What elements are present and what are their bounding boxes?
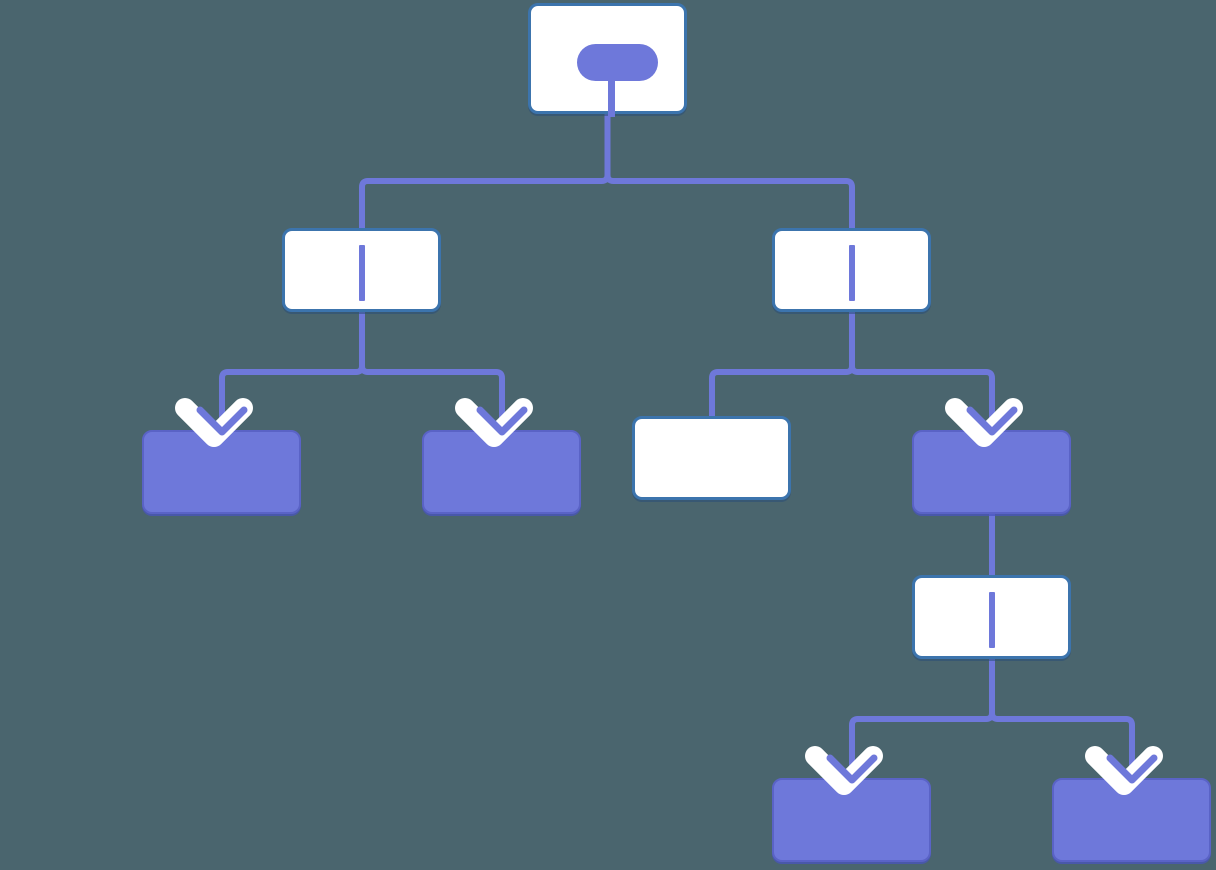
- connector-e-root-r1: [604, 114, 855, 228]
- connector-e-root-l1: [359, 114, 611, 228]
- node-n-r4a[interactable]: [772, 778, 931, 862]
- arrow-head-chevron: [476, 406, 528, 436]
- node-through-line: [358, 245, 365, 301]
- node-n-r4b[interactable]: [1052, 778, 1211, 862]
- node-n-r2a[interactable]: [632, 416, 791, 500]
- node-n-r2b[interactable]: [912, 430, 1071, 514]
- node-n-l1[interactable]: [282, 228, 441, 312]
- pill-stem: [608, 76, 615, 117]
- node-root[interactable]: [528, 3, 687, 117]
- arrow-head-chevron: [826, 754, 878, 784]
- connector-e-l1-l2a: [219, 312, 365, 437]
- connector-e-l1-l2b: [359, 312, 505, 437]
- arrow-head-chevron: [966, 406, 1018, 436]
- node-n-l2a[interactable]: [142, 430, 301, 514]
- node-through-line: [988, 592, 995, 648]
- connector-e-r1-r2b: [849, 312, 995, 437]
- node-n-r3[interactable]: [912, 575, 1071, 659]
- node-through-line: [848, 245, 855, 301]
- pill-badge-icon: [577, 44, 658, 81]
- arrow-head-chevron: [196, 406, 248, 436]
- connector-e-r1-r2a: [709, 312, 855, 416]
- connector-e-r3-r4b: [989, 659, 1135, 785]
- node-n-r1[interactable]: [772, 228, 931, 312]
- arrow-head-chevron: [1106, 754, 1158, 784]
- connector-e-r3-r4a: [849, 659, 995, 785]
- node-n-l2b[interactable]: [422, 430, 581, 514]
